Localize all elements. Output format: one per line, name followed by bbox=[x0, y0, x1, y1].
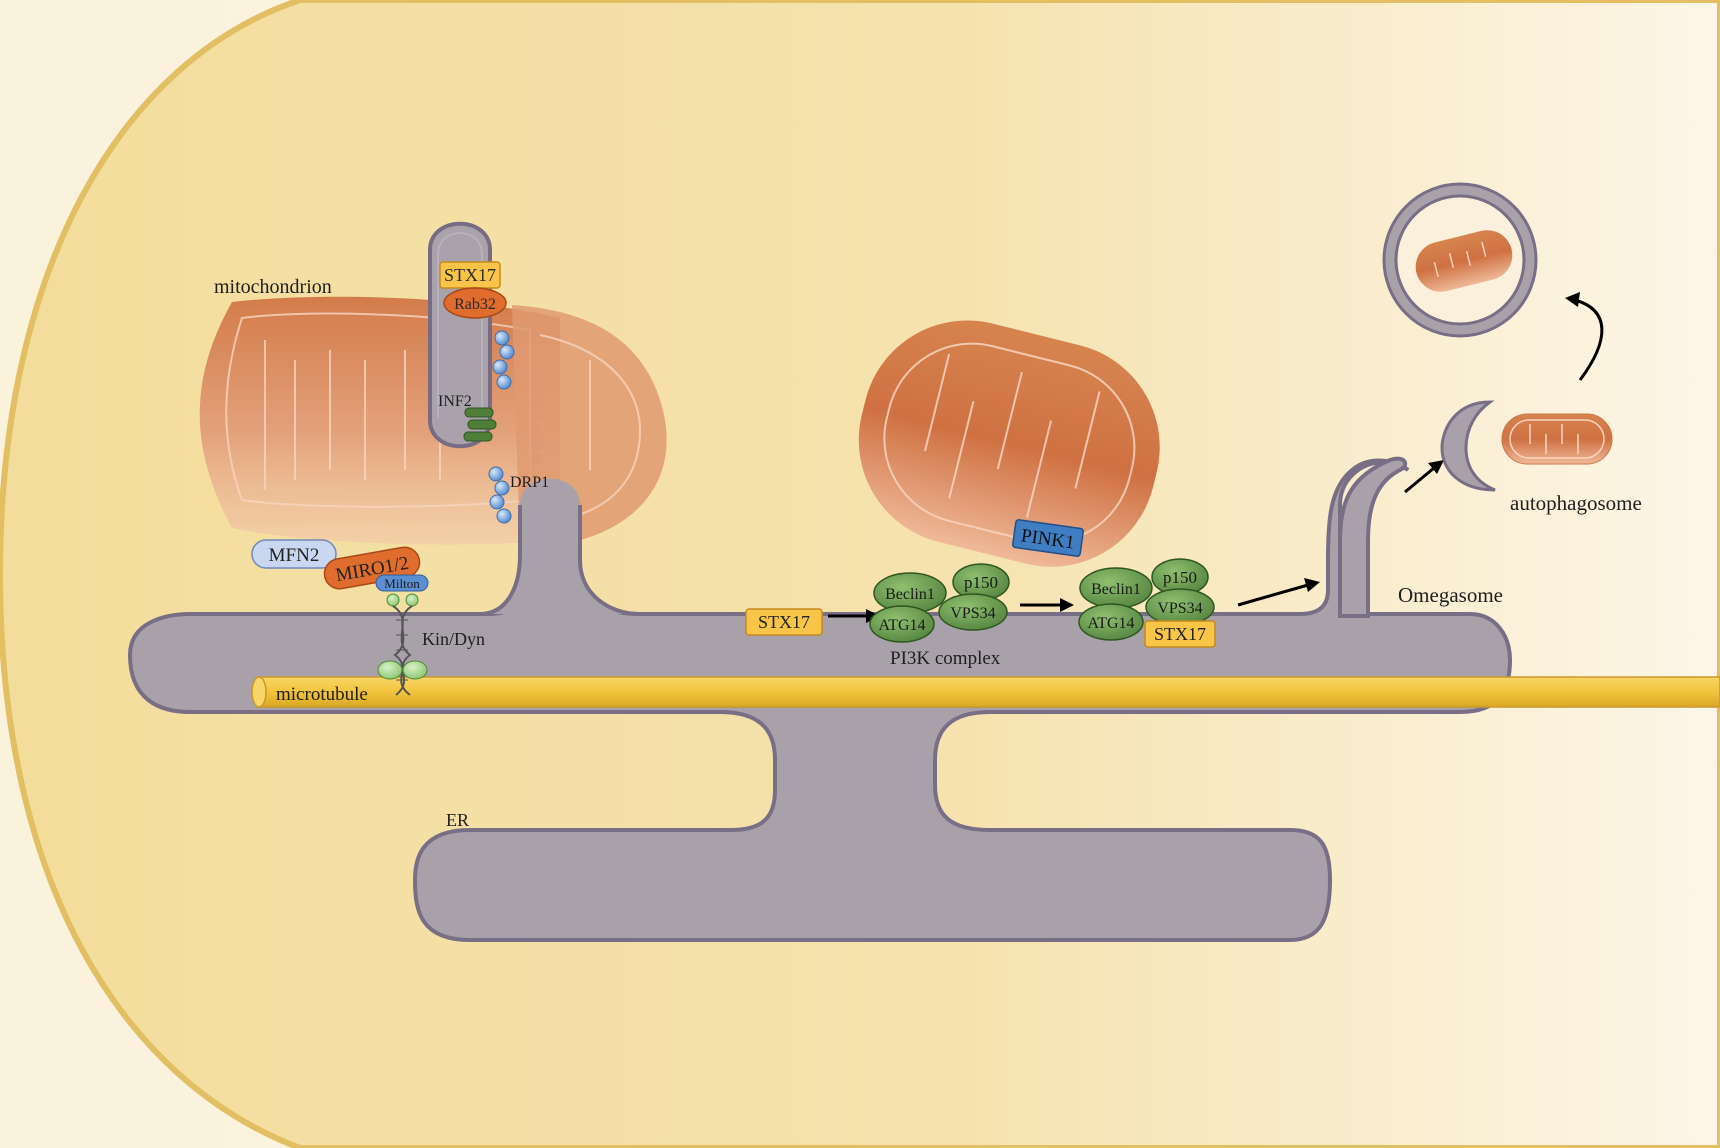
mfn2-label: MFN2 bbox=[269, 545, 320, 566]
microtubule bbox=[251, 676, 1720, 708]
p150-b-label: p150 bbox=[1163, 568, 1197, 587]
pink1-tag: PINK1 bbox=[1012, 519, 1084, 557]
arrow-4 bbox=[1404, 460, 1444, 494]
phagophore bbox=[1440, 400, 1496, 492]
inf2-icon bbox=[463, 407, 497, 442]
mfn2-tag: MFN2 bbox=[251, 539, 337, 569]
microtubule-label: microtubule bbox=[276, 684, 368, 705]
inf2-label: INF2 bbox=[438, 393, 472, 410]
pi3k-complex-label: PI3K complex bbox=[890, 648, 1001, 669]
vps34-a-label: VPS34 bbox=[950, 605, 995, 622]
arrow-3 bbox=[1237, 578, 1320, 607]
autophagosome-label: autophagosome bbox=[1510, 491, 1642, 515]
arrow-5 bbox=[1565, 292, 1604, 381]
arrow-2 bbox=[1020, 598, 1074, 612]
stx17-top-label: STX17 bbox=[444, 265, 496, 285]
vps34-b-label: VPS34 bbox=[1157, 600, 1202, 617]
er-label: ER bbox=[446, 810, 469, 830]
kin-dyn-label: Kin/Dyn bbox=[422, 629, 485, 649]
stx17-top-tag: STX17 bbox=[439, 261, 501, 289]
rab32-label: Rab32 bbox=[454, 296, 496, 313]
p150-a-label: p150 bbox=[964, 573, 998, 592]
mitochondrion-label: mitochondrion bbox=[214, 276, 332, 298]
mitochondrion-right bbox=[858, 320, 1160, 567]
stx17-left-label: STX17 bbox=[758, 612, 810, 632]
rab32-tag: Rab32 bbox=[443, 287, 507, 319]
stx17-right-label: STX17 bbox=[1154, 624, 1206, 644]
beclin1-a-label: Beclin1 bbox=[885, 586, 935, 603]
omegasome-label: Omegasome bbox=[1398, 583, 1503, 607]
autophagosome-ring bbox=[1382, 182, 1538, 338]
atg14-b-label: ATG14 bbox=[1087, 615, 1134, 632]
atg14-a-label: ATG14 bbox=[878, 617, 925, 634]
stx17-left-tag: STX17 bbox=[745, 608, 823, 636]
kinesin-dynein-motor-icon bbox=[377, 593, 428, 696]
milton-tag: Milton bbox=[375, 574, 429, 592]
mitochondrion-small bbox=[1501, 413, 1613, 465]
pi3k-complex-b: Beclin1 p150 ATG14 VPS34 STX17 bbox=[1078, 558, 1216, 648]
drp1-label: DRP1 bbox=[510, 474, 549, 491]
pi3k-complex-a: Beclin1 p150 ATG14 VPS34 bbox=[869, 563, 1010, 643]
drp1-beads bbox=[488, 330, 543, 524]
omegasome bbox=[1338, 456, 1408, 618]
beclin1-b-label: Beclin1 bbox=[1091, 581, 1141, 598]
milton-label: Milton bbox=[384, 576, 420, 591]
